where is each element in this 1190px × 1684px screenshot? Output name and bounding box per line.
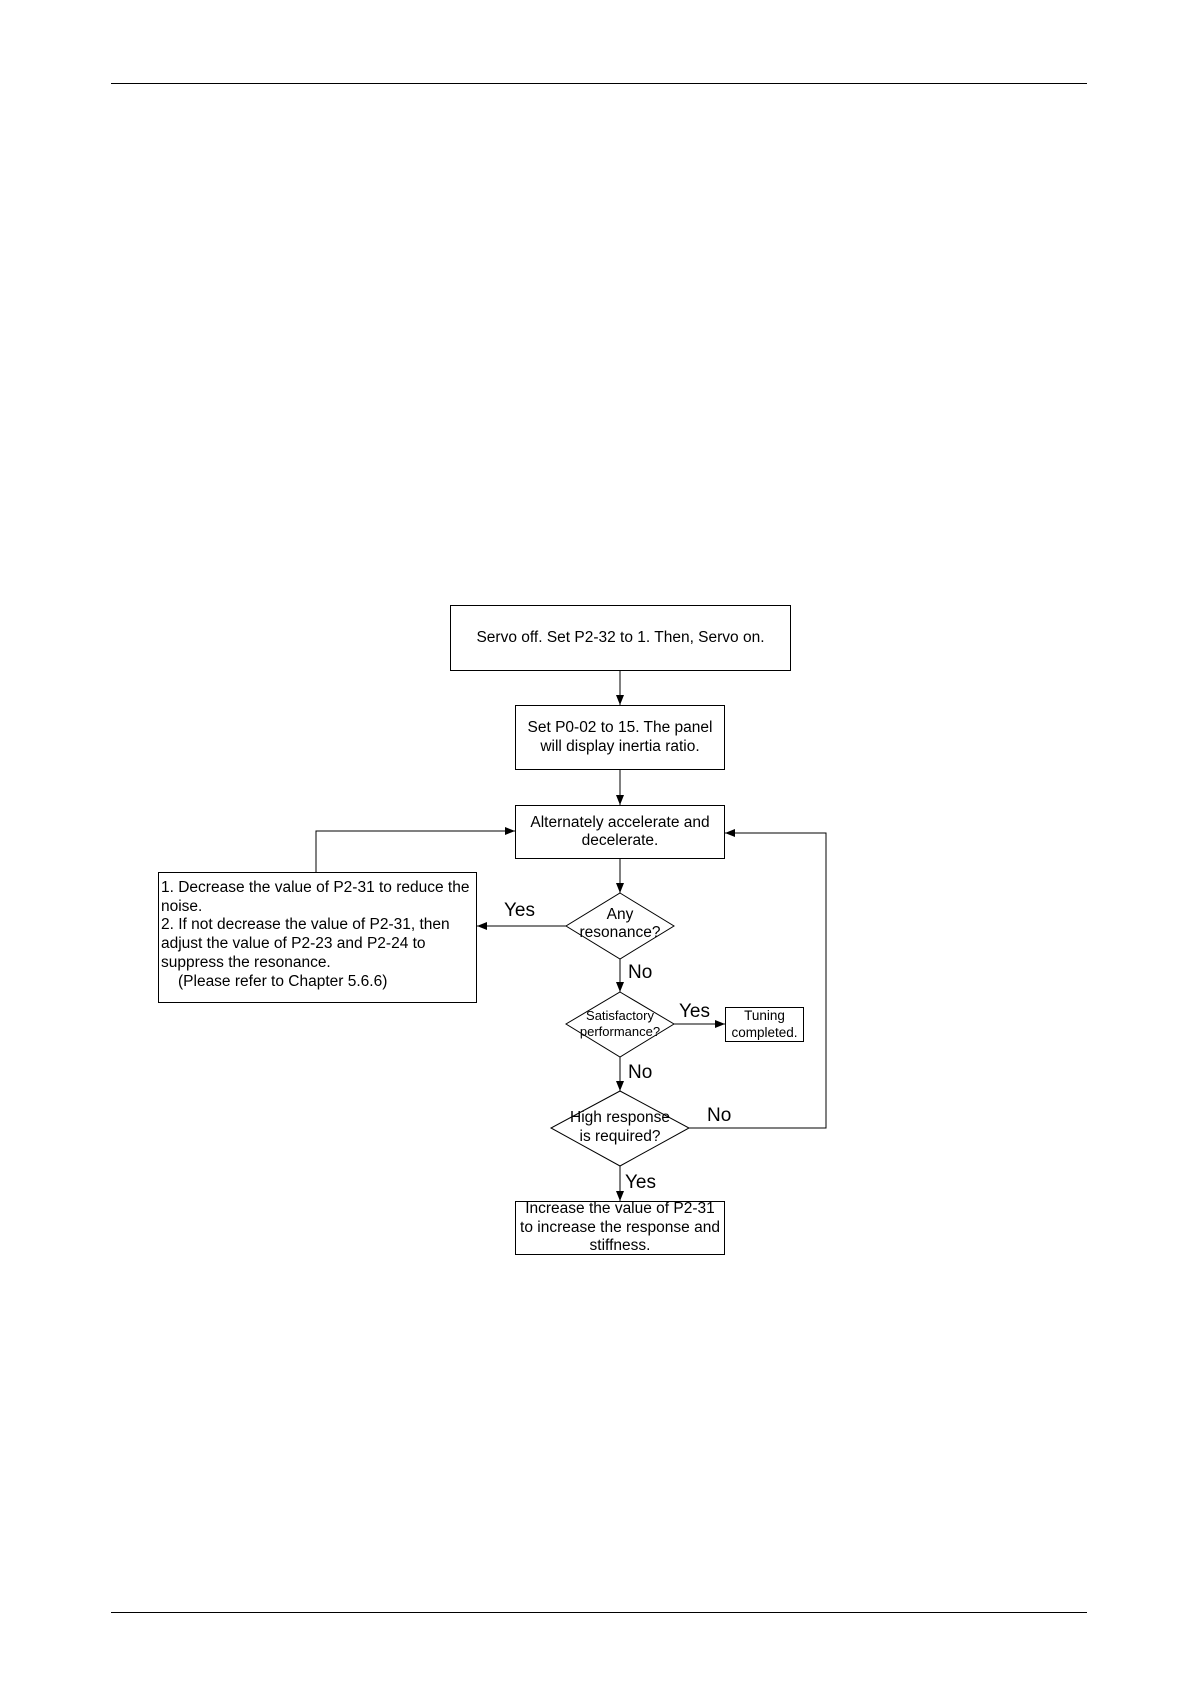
start-box: Servo off. Set P2-32 to 1. Then, Servo o… <box>450 605 791 671</box>
increase-response-box: Increase the value of P2-31 to increase … <box>515 1200 725 1255</box>
tuning-completed-line-1: Tuning <box>744 1008 785 1023</box>
accel-decel-line-2: decelerate. <box>581 832 659 849</box>
increase-response-line-3: stiffness. <box>589 1237 651 1255</box>
reduce-noise-line-1: 1. Decrease the value of P2-31 to reduce… <box>161 879 470 896</box>
performance-decision-text: Satisfactory performance? <box>560 1008 680 1040</box>
increase-response-line-1: Increase the value of P2-31 <box>525 1200 715 1218</box>
set-p0-02-line-2: will display inertia ratio. <box>540 737 700 755</box>
performance-decision-line-1: Satisfactory <box>586 1008 654 1023</box>
edge-label-resonance-yes: Yes <box>504 900 535 921</box>
edge-label-response-yes: Yes <box>625 1172 656 1193</box>
footer-rule <box>111 1612 1087 1613</box>
response-decision-line-1: High response <box>570 1109 670 1126</box>
edge-label-performance-yes: Yes <box>679 1001 710 1022</box>
tuning-completed-box: Tuning completed. <box>725 1007 804 1042</box>
response-decision-line-2: is required? <box>579 1128 661 1145</box>
increase-response-line-2: to increase the response and <box>520 1218 720 1236</box>
set-p0-02-box: Set P0-02 to 15. The panel will display … <box>515 705 725 770</box>
tuning-completed-line-2: completed. <box>731 1024 798 1040</box>
header-rule <box>111 83 1087 84</box>
arrow-reduce-noise-back-to-accel <box>315 827 515 872</box>
arrow-response-no-back-to-accel <box>689 829 827 1129</box>
performance-decision-line-2: performance? <box>579 1024 661 1039</box>
reduce-noise-line-2: noise. <box>161 897 203 915</box>
reduce-noise-line-3: 2. If not decrease the value of P2-31, t… <box>161 916 450 934</box>
edge-label-performance-no: No <box>628 1062 653 1083</box>
resonance-decision-text: Any resonance? <box>560 906 680 942</box>
reduce-noise-line-5: suppress the resonance. <box>161 953 331 971</box>
resonance-decision-line-2: resonance? <box>579 924 661 941</box>
edge-label-resonance-no: No <box>628 962 653 983</box>
reduce-noise-line-4: adjust the value of P2-23 and P2-24 to <box>161 935 426 953</box>
accel-decel-box: Alternately accelerate and decelerate. <box>515 805 725 859</box>
edge-label-response-no: No <box>707 1105 732 1126</box>
resonance-decision-line-1: Any <box>606 906 634 923</box>
start-box-text: Servo off. Set P2-32 to 1. Then, Servo o… <box>476 628 765 646</box>
reduce-noise-box: 1. Decrease the value of P2-31 to reduce… <box>158 872 477 1003</box>
accel-decel-line-1: Alternately accelerate and <box>530 813 710 831</box>
response-decision-text: High response is required? <box>550 1108 690 1146</box>
reduce-noise-line-6: (Please refer to Chapter 5.6.6) <box>178 972 388 990</box>
set-p0-02-line-1: Set P0-02 to 15. The panel <box>527 719 713 736</box>
